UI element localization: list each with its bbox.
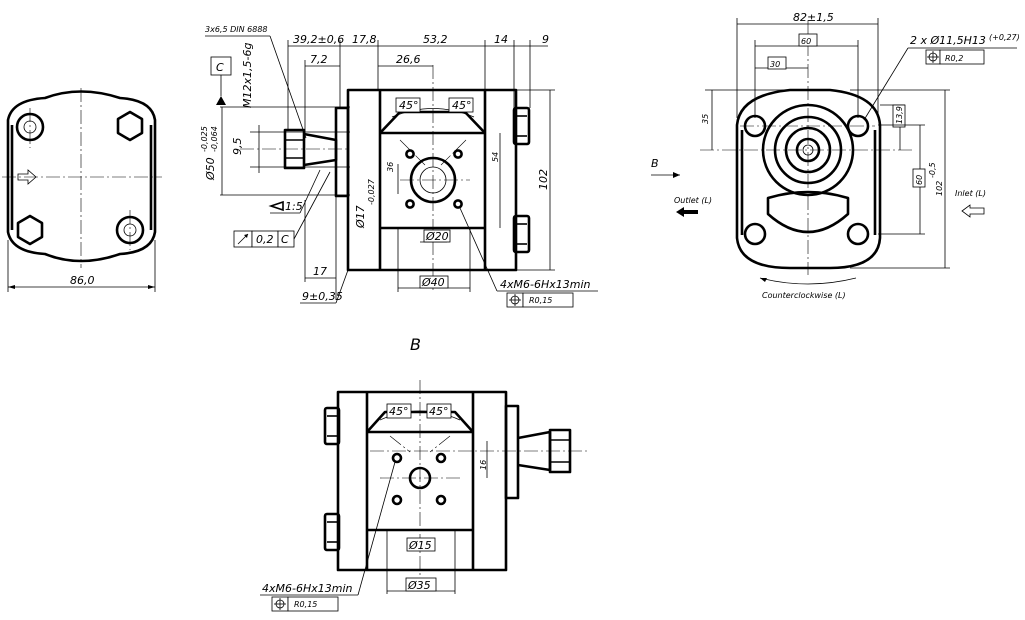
shaft-thread-label: M12x1,5-6g (241, 43, 254, 108)
inlet-label: Inlet (L) (955, 189, 986, 198)
rear-width-label: 82±1,5 (793, 11, 834, 24)
bolt-pattern-tol: R0,15 (529, 296, 552, 305)
front-width-label: 86,0 (70, 274, 95, 287)
side-thread-note: 3x6,5 DIN 6888 (205, 25, 268, 34)
rear-dim-102: 102 (935, 181, 944, 196)
dim-26-6: 26,6 (396, 53, 421, 66)
runout-datum: C (281, 233, 289, 246)
body-dia-label: Ø40 (421, 276, 445, 289)
rear-holes-pos: R0,2 (945, 54, 963, 63)
view-b-title: B (410, 335, 421, 354)
dim-9: 9 (542, 33, 549, 46)
dim-7-2: 7,2 (310, 53, 328, 66)
dim-17: 17 (313, 265, 327, 278)
side-angle-left: 45° (399, 99, 419, 112)
rear-dim-30: 30 (770, 60, 780, 69)
rear-holes-label: 2 x Ø11,5H13 (910, 34, 986, 47)
outlet-label: Outlet (L) (674, 196, 712, 205)
shaft-dia-label: Ø50 (204, 157, 217, 181)
port-center-label: 36 (386, 162, 395, 172)
viewb-body-dia: Ø35 (407, 579, 431, 592)
rear-view-label: B (651, 157, 659, 170)
dim-9-tol: 9±0,35 (302, 290, 343, 303)
bolt-pattern-label: 4xM6-6Hx13min (500, 278, 591, 291)
viewb-angle-right: 45° (429, 405, 449, 418)
port-dia-tol: -0,027 (367, 178, 376, 205)
view-b: B 45° 45° 16 Ø1 (260, 335, 590, 612)
taper-label: 1:5 (285, 200, 303, 213)
viewb-port-center: 16 (479, 460, 488, 470)
side-angle-right: 45° (452, 99, 472, 112)
shaft-tol-upper: -0,025 (200, 126, 209, 152)
flange-front-view: 86,0 (2, 88, 162, 292)
rotation-label: Counterclockwise (L) (762, 291, 846, 300)
height-102: 102 (537, 169, 550, 190)
rear-holes-tol: (+0,27) (989, 33, 1020, 42)
viewb-angle-left: 45° (389, 405, 409, 418)
pilot-dia-label: Ø20 (425, 230, 449, 243)
rear-dim-35: 35 (701, 114, 710, 124)
outlet-arrow-icon (676, 207, 698, 217)
dim-9-5: 9,5 (231, 138, 244, 156)
viewb-bolt-pattern: 4xM6-6Hx13min (262, 582, 353, 595)
height-54: 54 (491, 152, 500, 162)
datum-c-label: C (216, 61, 224, 74)
runout-value: 0,2 (256, 233, 274, 246)
rear-dim-102-tol: -0,5 (928, 162, 937, 178)
rear-dim-60-top: 60 (801, 37, 811, 46)
viewb-bolt-pattern-tol: R0,15 (294, 600, 317, 609)
port-dia-label: Ø17 (354, 205, 367, 229)
dim-14: 14 (494, 33, 508, 46)
inlet-arrow-icon (961, 204, 985, 218)
dim-39-2: 39,2±0,6 (293, 33, 344, 46)
rear-view: 82±1,5 60 30 2 x Ø11,5H13 (+0,27) R0,2 3… (651, 11, 1020, 300)
side-view: 45° 45° 36 3x6,5 DIN 6888 39,2±0,6 (200, 25, 598, 308)
dim-17-8: 17,8 (352, 33, 377, 46)
viewb-pilot-label: Ø15 (408, 539, 432, 552)
shaft-tol-lower: -0,064 (210, 126, 219, 152)
dim-53-2: 53,2 (423, 33, 448, 46)
rear-dim-60-side: 60 (915, 175, 924, 185)
rear-dim-13-9: 13,9 (895, 106, 904, 124)
